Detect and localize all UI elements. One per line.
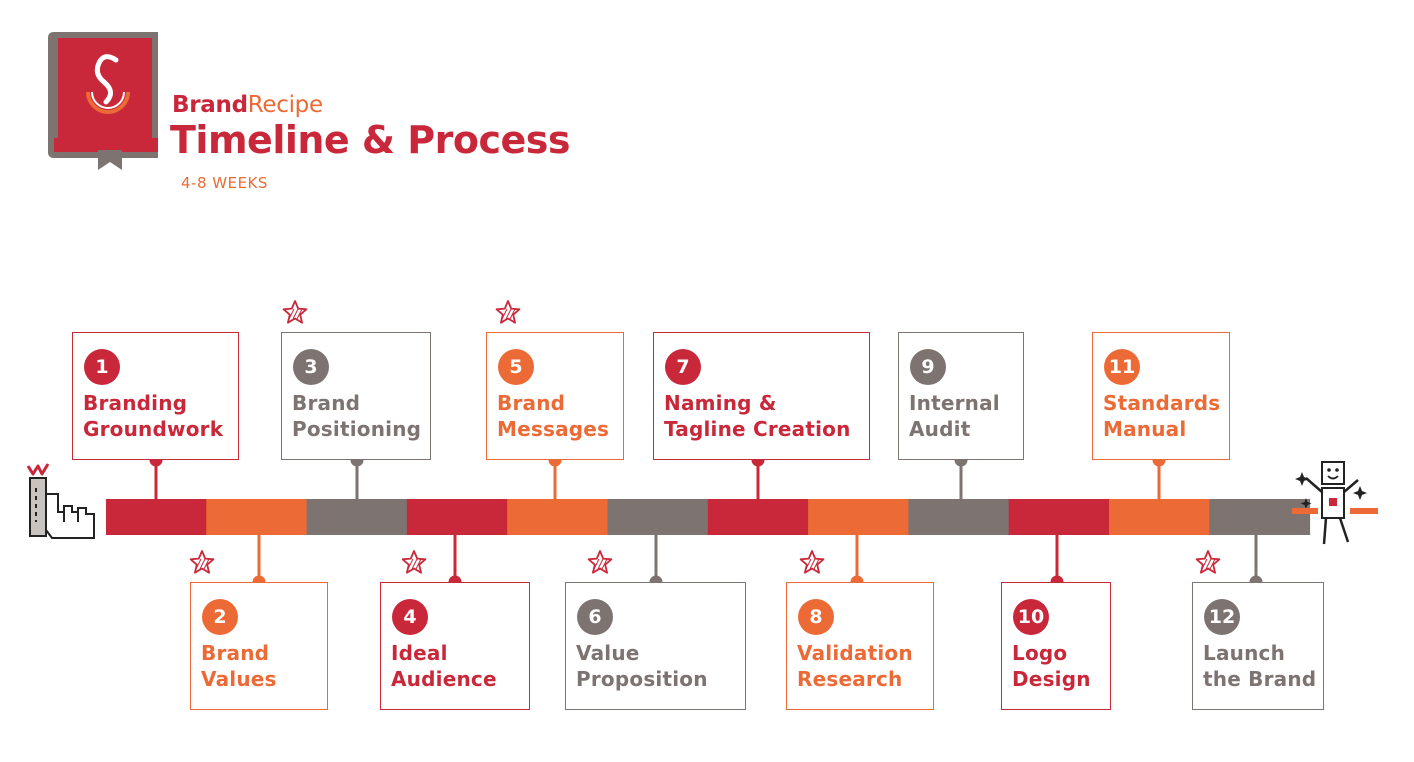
step-title-line2: Design — [1012, 667, 1091, 691]
step-title-line1: Branding — [83, 391, 188, 415]
brand-name-part2: Recipe — [247, 92, 323, 118]
step-number-badge: 12 — [1204, 599, 1240, 635]
step-title-line1: Internal — [909, 391, 1000, 415]
step-title-line1: Logo — [1012, 641, 1068, 665]
step-title-line2: Audit — [909, 417, 971, 441]
step-number-badge: 10 — [1013, 599, 1049, 635]
step-title-line2: the Brand — [1203, 667, 1317, 691]
step-number-badge: 8 — [798, 599, 834, 635]
step-number-badge: 11 — [1104, 349, 1140, 385]
step-number-badge: 7 — [665, 349, 701, 385]
step-title-line1: Ideal — [391, 641, 448, 665]
timeline-segment — [507, 499, 608, 535]
celebrating-robot-icon — [1292, 461, 1378, 545]
timeline-segment — [707, 499, 809, 535]
step-title-line2: Tagline Creation — [664, 417, 851, 441]
step-title-line2: Manual — [1103, 417, 1187, 441]
star-icon — [401, 550, 427, 574]
star-icon — [799, 550, 825, 574]
timeline-segment — [406, 499, 508, 535]
step-number-badge: 2 — [202, 599, 238, 635]
step-title-line2: Proposition — [576, 667, 708, 691]
step-number-badge: 6 — [577, 599, 613, 635]
timeline-segment — [206, 499, 308, 535]
timeline-segment — [106, 499, 207, 535]
step-title-line2: Groundwork — [83, 417, 224, 441]
timeline-segment — [1209, 499, 1311, 535]
timeline-segment — [1008, 499, 1110, 535]
hand-pointer-icon — [26, 463, 95, 539]
step-number-badge: 3 — [293, 349, 329, 385]
brand-name-part1: Brand — [172, 92, 248, 118]
star-icon — [587, 550, 613, 574]
star-icon — [189, 550, 215, 574]
step-title-line2: Research — [797, 667, 903, 691]
timeline-segment — [607, 499, 709, 535]
step-title-line2: Values — [201, 667, 277, 691]
step-title-line1: Standards — [1103, 391, 1221, 415]
page-subtitle: 4-8 WEEKS — [181, 174, 268, 192]
timeline-segment — [1109, 499, 1210, 535]
step-title-line1: Launch — [1203, 641, 1286, 665]
timeline-segment — [808, 499, 909, 535]
timeline-segment — [306, 499, 408, 535]
step-title-line2: Messages — [497, 417, 610, 441]
step-number-badge: 5 — [498, 349, 534, 385]
step-number-badge: 4 — [392, 599, 428, 635]
book-logo-icon — [48, 32, 158, 170]
star-icon — [495, 300, 521, 324]
step-number-badge: 9 — [910, 349, 946, 385]
timeline-segment — [908, 499, 1010, 535]
star-icon — [1195, 550, 1221, 574]
step-title-line1: Brand — [497, 391, 566, 415]
step-title-line1: Naming & — [664, 391, 777, 415]
step-title-line2: Audience — [391, 667, 497, 691]
step-number-badge: 1 — [84, 349, 120, 385]
step-title-line1: Validation — [797, 641, 913, 665]
page-title: Timeline & Process — [170, 118, 571, 162]
step-title-line2: Positioning — [292, 417, 422, 441]
step-title-line1: Brand — [201, 641, 270, 665]
step-title-line1: Value — [576, 641, 640, 665]
brand-name: BrandRecipe — [172, 92, 323, 118]
star-icon — [282, 300, 308, 324]
step-title-line1: Brand — [292, 391, 361, 415]
